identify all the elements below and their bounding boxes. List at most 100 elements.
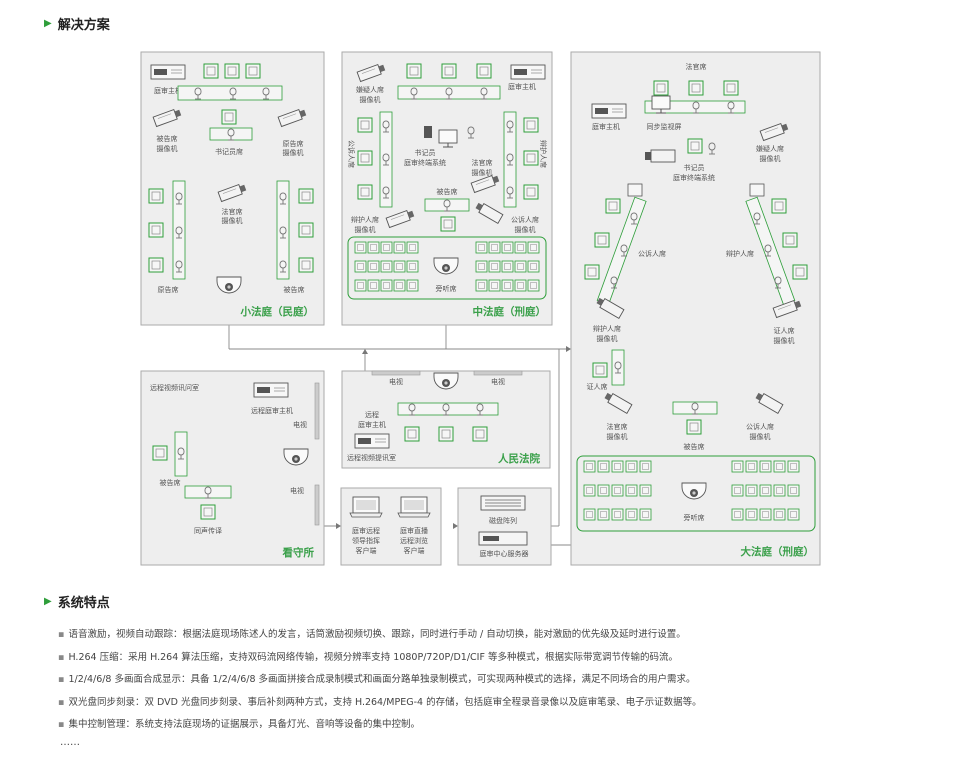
- feature-text: 语音激励，视频自动跟踪：根据法庭现场陈述人的发言，话筒激励视频切换、跟踪，同时进…: [68, 629, 686, 640]
- seat-icon: [523, 150, 539, 166]
- mid-judge-label-2: 摄像机: [472, 168, 493, 177]
- big-suspect-cam-label-2: 摄像机: [760, 154, 781, 163]
- solution-heading: ▶ 解决方案: [44, 14, 110, 33]
- features-title: 系统特点: [57, 596, 110, 611]
- seat-icon: [653, 80, 669, 96]
- detention-interpreter-label: 同声传译: [194, 526, 222, 535]
- small-def-cam-label-2: 摄像机: [157, 144, 178, 153]
- people-tv-left-label: 电视: [389, 377, 403, 386]
- seat-icon: [605, 198, 621, 214]
- mid-defendant-label: 被告席: [437, 187, 458, 196]
- seat-icon: [152, 445, 168, 461]
- big-clerk-label-1: 书记员: [684, 163, 705, 172]
- heading-arrow-icon: ▶: [44, 596, 52, 607]
- seat-icon: [298, 222, 314, 238]
- small-defendant-label: 被告席: [284, 285, 305, 294]
- big-def-cam-label-2: 摄像机: [597, 334, 618, 343]
- big-clerk-label-2: 庭审终端系统: [673, 173, 715, 182]
- mid-def-lawyer-cam-label-2: 摄像机: [355, 225, 376, 234]
- big-host-label: 庭审主机: [592, 122, 620, 131]
- seat-icon: [245, 63, 261, 79]
- big-def-cam-label-1: 辩护人席: [593, 324, 621, 333]
- feature-text: 双光盘同步刻录：双 DVD 光盘同步刻录、事后补刻两种方式，支持 H.264/M…: [68, 696, 702, 708]
- big-witness-cam-label-2: 摄像机: [774, 336, 795, 345]
- big-pros-cam-label-2: 摄像机: [750, 432, 771, 441]
- client-left-label-3: 客户端: [356, 546, 377, 555]
- client-right-label-3: 客户端: [404, 546, 425, 555]
- big-gallery-label: 旁听席: [684, 513, 705, 522]
- people-remote-label-1: 远程: [365, 410, 379, 419]
- more-ellipsis: ……: [60, 737, 80, 748]
- list-item: ▪1/2/4/6/8 多画面合成显示：具备 1/2/4/6/8 多画面拼接合成录…: [58, 669, 702, 692]
- seat-icon: [792, 264, 808, 280]
- server-label: 庭审中心服务器: [480, 549, 529, 558]
- seat-icon: [687, 138, 703, 154]
- seat-icon: [224, 63, 240, 79]
- heading-arrow-icon: ▶: [44, 18, 52, 29]
- host-icon: [591, 103, 627, 119]
- connection-arrows: [336, 346, 571, 529]
- list-item: ▪双光盘同步刻录：双 DVD 光盘同步刻录、事后补刻两种方式，支持 H.264/…: [58, 692, 702, 715]
- seat-icon: [688, 80, 704, 96]
- peoples-court-panel: 电视 电视 远程 庭审主机 远程视频提讯室 人民法院: [341, 370, 551, 469]
- mid-suspect-cam-label-2: 摄像机: [360, 95, 381, 104]
- disk-array-label: 磁盘阵列: [489, 516, 517, 525]
- host-icon: [354, 433, 390, 449]
- disk-array-icon: [480, 495, 526, 511]
- mid-pros-cam-label-2: 摄像机: [515, 225, 536, 234]
- big-judge-cam-label-1: 法官席: [607, 422, 628, 431]
- big-court-panel: 法官席 庭审主机 同步监视屏 嫌疑人席 摄像机 书记员 庭审终端系统: [570, 51, 821, 566]
- seat-icon: [357, 117, 373, 133]
- peoples-court-title: 人民法院: [498, 452, 540, 465]
- court-system-diagram: 庭审主机 被告席 摄像机 原告席 摄像机 书记员席 法官席 摄像机 原告席 被告…: [140, 51, 821, 566]
- mid-def-lawyer-cam-label-1: 辩护人席: [351, 215, 379, 224]
- bullet-icon: ▪: [58, 696, 65, 708]
- middle-court-title: 中法庭（刑庭）: [473, 305, 547, 318]
- seat-icon: [782, 232, 798, 248]
- big-court-title: 大法庭（刑庭）: [741, 545, 815, 558]
- people-room-label: 远程视频提讯室: [347, 453, 396, 462]
- list-item: ▪语音激励，视频自动跟踪：根据法庭现场陈述人的发言，话筒激励视频切换、跟踪，同时…: [58, 624, 702, 647]
- seat-icon: [476, 63, 492, 79]
- feature-text: H.264 压缩：采用 H.264 算法压缩，支持双码流网络传输，视频分辨率支持…: [68, 651, 678, 663]
- seat-icon: [592, 362, 608, 378]
- host-icon: [510, 64, 546, 80]
- laptop-icon: [349, 496, 383, 518]
- seat-icon: [203, 63, 219, 79]
- small-clerk-label: 书记员席: [215, 147, 243, 156]
- small-host-label: 庭审主机: [154, 86, 182, 95]
- big-witness-label: 证人席: [587, 382, 608, 391]
- middle-court-panel: 嫌疑人席 摄像机 庭审主机 公诉人席 辩护人席 书记员 庭审终端系统 法官席 摄…: [341, 51, 553, 326]
- big-defense-label: 辩护人席: [726, 249, 754, 258]
- small-judge-cam-label-2: 摄像机: [222, 216, 243, 225]
- detention-room-label: 远程视频讯问室: [150, 383, 199, 392]
- small-def-cam-label-1: 被告席: [157, 134, 178, 143]
- mid-suspect-cam-label-1: 嫌疑人席: [356, 85, 384, 94]
- features-list: ▪ 语音激励，视频自动跟踪：根据法庭现场陈述人的发言，话筒激励视频切换、跟踪，同时…: [58, 624, 702, 737]
- feature-text: 集中控制管理：系统支持法庭现场的证据展示，具备灯光、音响等设备的集中控制。: [68, 719, 420, 730]
- seat-icon: [148, 188, 164, 204]
- client-right-label-1: 庭审直播: [400, 526, 428, 535]
- seat-icon: [472, 426, 488, 442]
- server-icon: [478, 531, 528, 546]
- bullet-icon: ▪: [58, 719, 65, 730]
- big-suspect-cam-label-1: 嫌疑人席: [756, 144, 784, 153]
- detention-panel: 远程视频讯问室 远程庭审主机 电视 被告席 电视 同声传译 看守所: [140, 370, 325, 566]
- mid-clerk-label-1: 书记员: [415, 148, 436, 157]
- servers-panel: 磁盘阵列 庭审中心服务器: [457, 487, 552, 566]
- big-judge-cam-label-2: 摄像机: [607, 432, 628, 441]
- seat-icon: [523, 117, 539, 133]
- seat-icon: [771, 198, 787, 214]
- big-prosecution-label: 公诉人席: [638, 249, 666, 258]
- small-plt-cam-label-1: 原告席: [283, 139, 304, 148]
- people-tv-right-label: 电视: [491, 377, 505, 386]
- client-right-label-2: 远程浏览: [400, 536, 428, 545]
- client-left-label-2: 领导指挥: [352, 536, 380, 545]
- seat-icon: [686, 419, 702, 435]
- small-plaintiff-label: 原告席: [158, 285, 179, 294]
- host-icon: [150, 64, 186, 80]
- seat-icon: [438, 426, 454, 442]
- seat-icon: [298, 188, 314, 204]
- small-judge-cam-label-1: 法官席: [222, 207, 243, 216]
- feature-text: 1/2/4/6/8 多画面合成显示：具备 1/2/4/6/8 多画面拼接合成录制…: [68, 674, 696, 685]
